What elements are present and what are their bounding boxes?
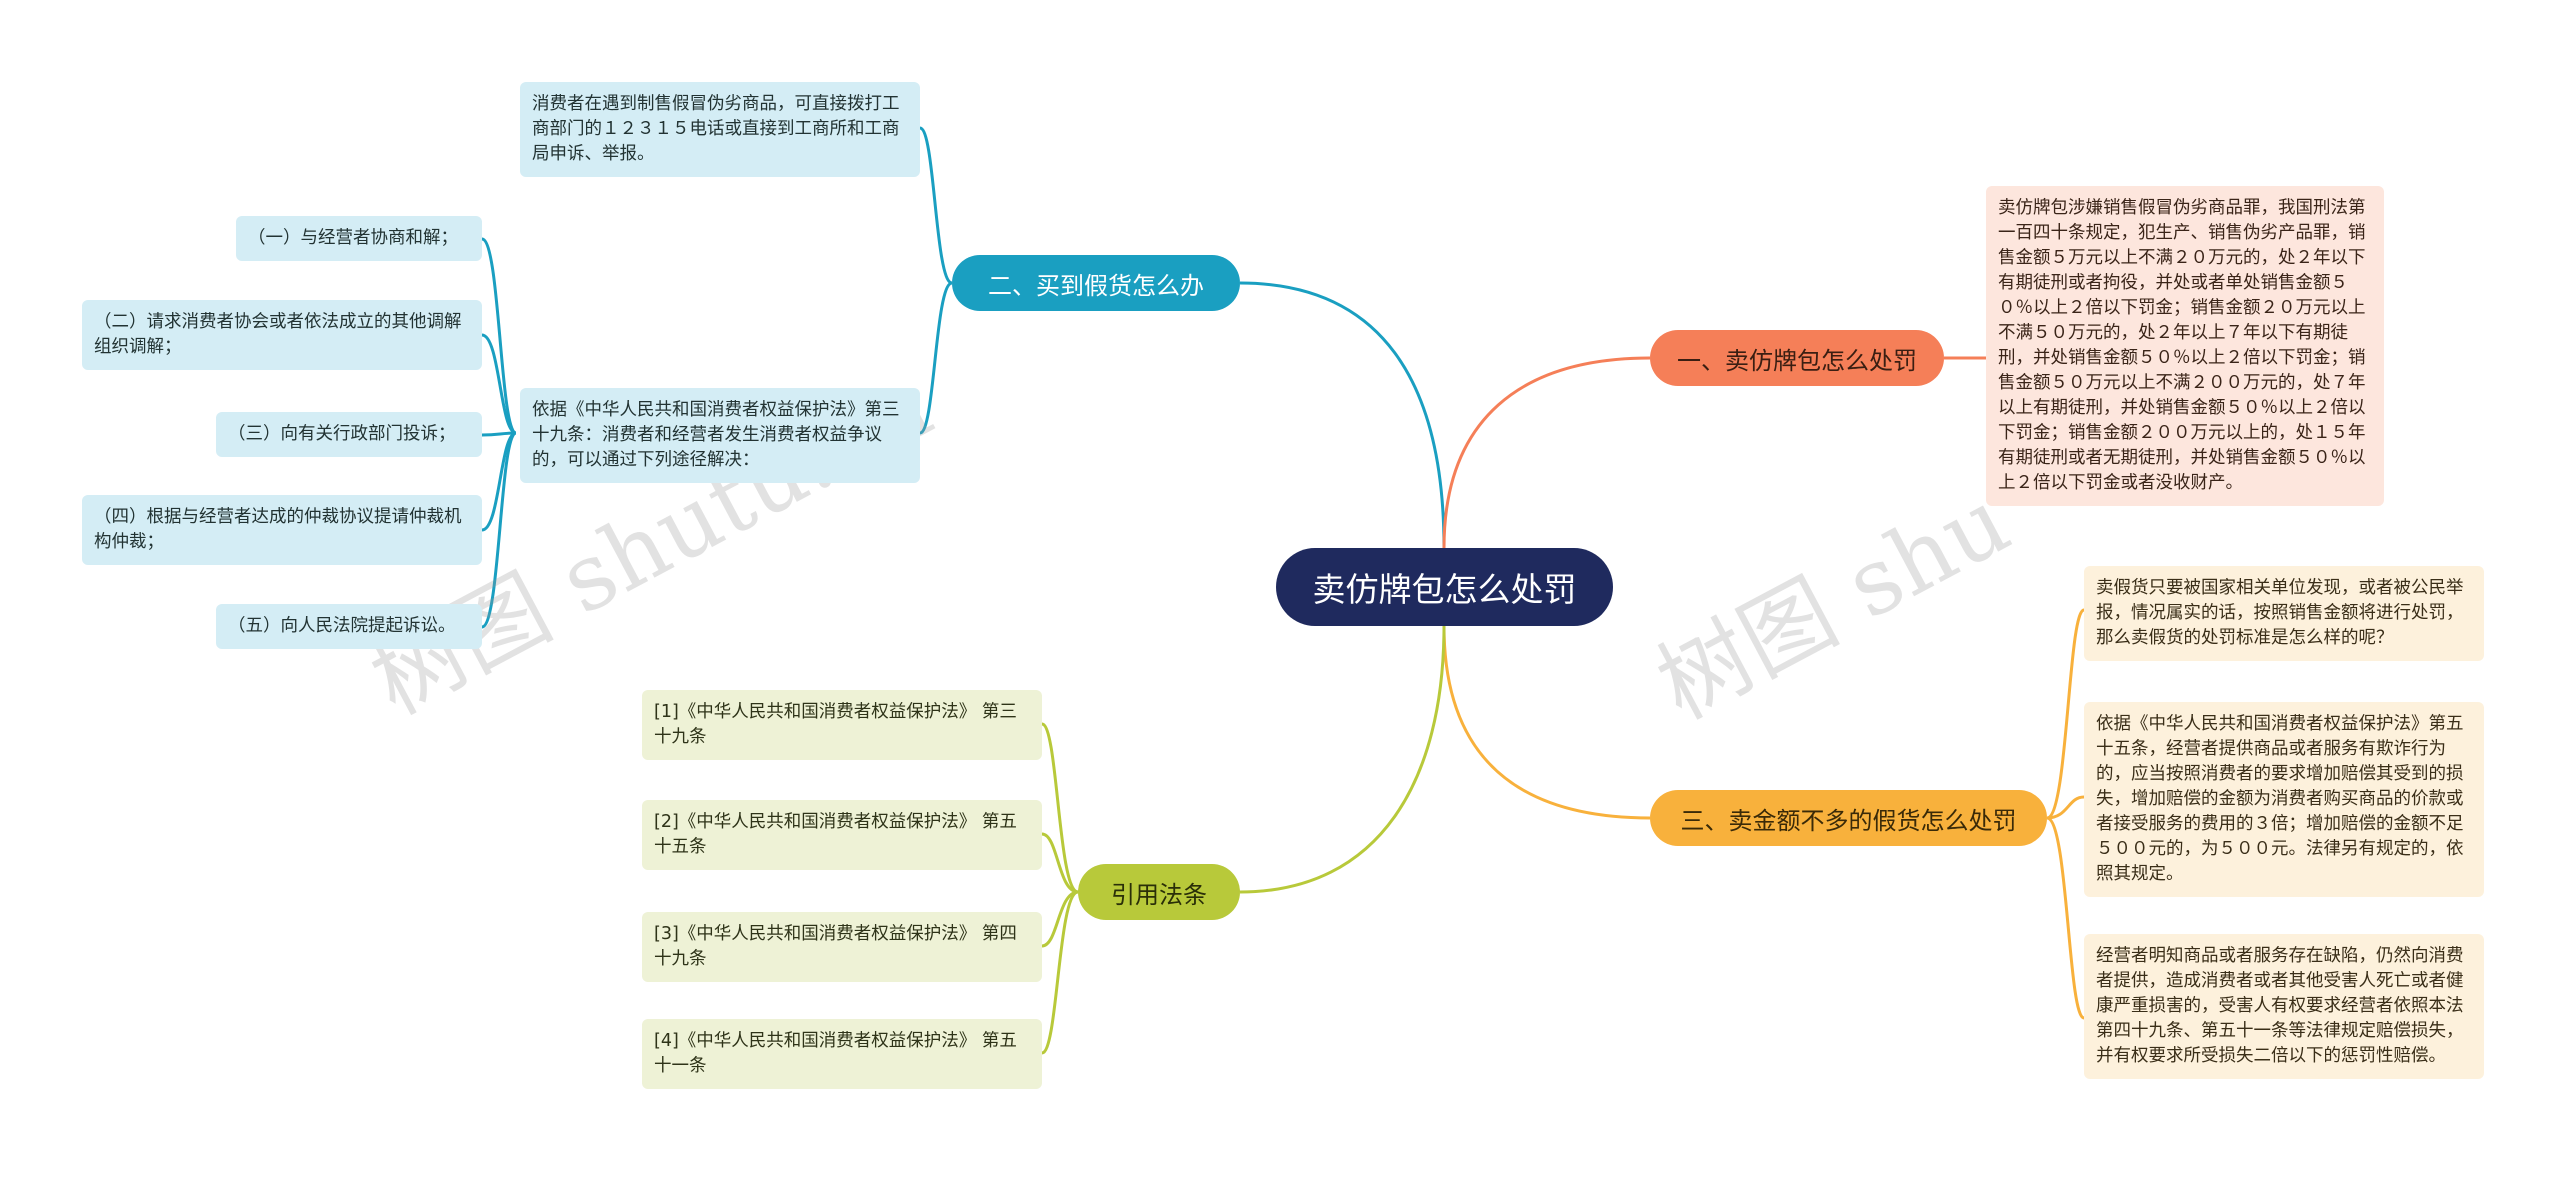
branch-cited-laws[interactable]: 引用法条 bbox=[1078, 864, 1240, 920]
leaf-penalty-intro[interactable]: 卖假货只要被国家相关单位发现，或者被公民举报，情况属实的话，按照销售金额将进行处… bbox=[2084, 566, 2484, 661]
leaf-citation-4[interactable]: [4]《中华人民共和国消费者权益保护法》 第五十一条 bbox=[642, 1019, 1042, 1089]
branch-buy-fake-goods[interactable]: 二、买到假货怎么办 bbox=[952, 255, 1240, 311]
leaf-punitive-damages[interactable]: 经营者明知商品或者服务存在缺陷，仍然向消费者提供，造成消费者或者其他受害人死亡或… bbox=[2084, 934, 2484, 1079]
leaf-citation-3[interactable]: [3]《中华人民共和国消费者权益保护法》 第四十九条 bbox=[642, 912, 1042, 982]
leaf-law-article-39[interactable]: 依据《中华人民共和国消费者权益保护法》第三十九条：消费者和经营者发生消费者权益争… bbox=[520, 388, 920, 483]
leaf-option-2[interactable]: （二）请求消费者协会或者依法成立的其他调解组织调解； bbox=[82, 300, 482, 370]
central-topic[interactable]: 卖仿牌包怎么处罚 bbox=[1276, 548, 1613, 626]
leaf-article-55[interactable]: 依据《中华人民共和国消费者权益保护法》第五十五条，经营者提供商品或者服务有欺诈行… bbox=[2084, 702, 2484, 897]
branch-fake-bag-penalty[interactable]: 一、卖仿牌包怎么处罚 bbox=[1650, 330, 1944, 386]
leaf-option-1[interactable]: （一）与经营者协商和解； bbox=[236, 216, 482, 261]
leaf-option-4[interactable]: （四）根据与经营者达成的仲裁协议提请仲裁机构仲裁； bbox=[82, 495, 482, 565]
leaf-option-3[interactable]: （三）向有关行政部门投诉； bbox=[216, 412, 482, 457]
leaf-citation-1[interactable]: [1]《中华人民共和国消费者权益保护法》 第三十九条 bbox=[642, 690, 1042, 760]
branch-small-amount-penalty[interactable]: 三、卖金额不多的假货怎么处罚 bbox=[1650, 790, 2047, 846]
leaf-citation-2[interactable]: [2]《中华人民共和国消费者权益保护法》 第五十五条 bbox=[642, 800, 1042, 870]
leaf-report-hotline[interactable]: 消费者在遇到制售假冒伪劣商品，可直接拨打工商部门的１２３１５电话或直接到工商所和… bbox=[520, 82, 920, 177]
leaf-criminal-law-140[interactable]: 卖仿牌包涉嫌销售假冒伪劣商品罪，我国刑法第一百四十条规定，犯生产、销售伪劣产品罪… bbox=[1986, 186, 2384, 506]
leaf-option-5[interactable]: （五）向人民法院提起诉讼。 bbox=[216, 604, 482, 649]
